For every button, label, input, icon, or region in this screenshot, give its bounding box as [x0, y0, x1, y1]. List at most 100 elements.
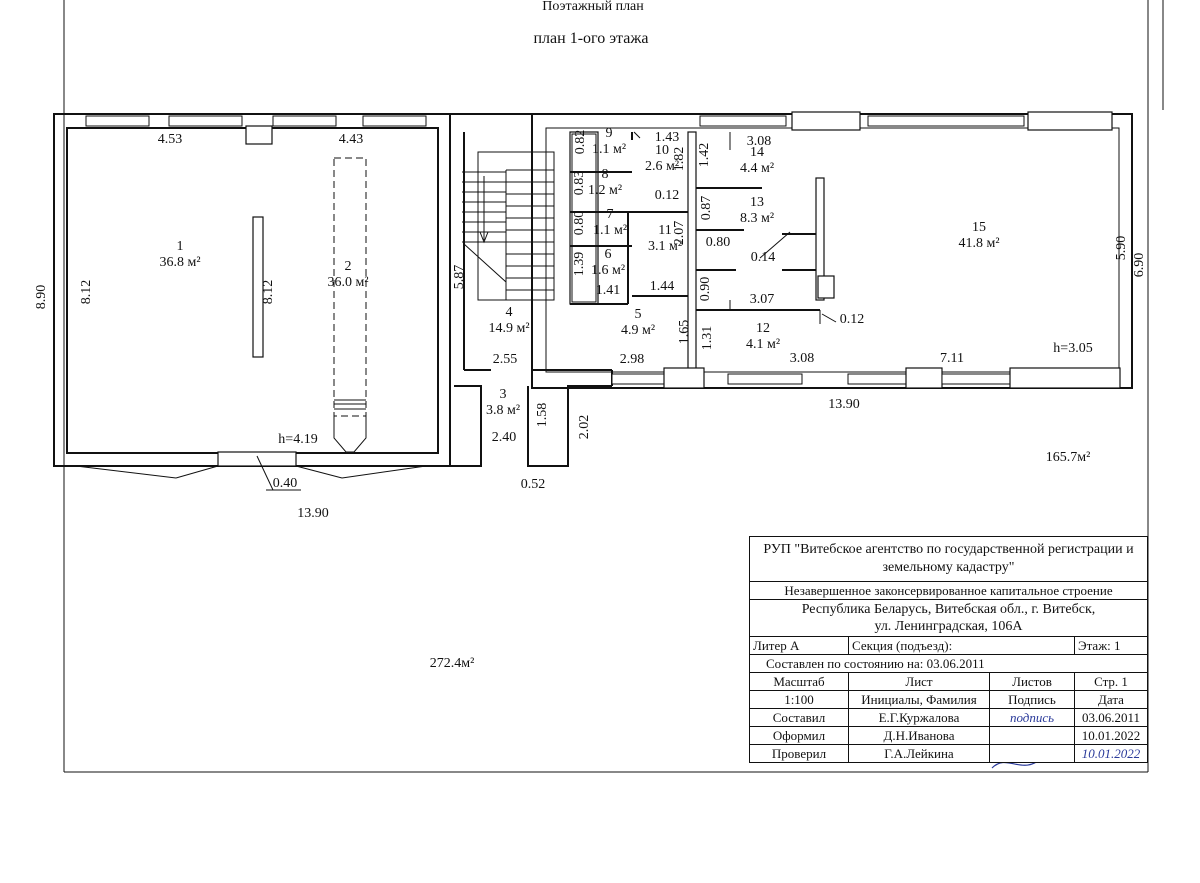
dimension-label: 0.52 — [521, 477, 546, 492]
dimension-label: 1.43 — [655, 130, 680, 145]
dimension-label: 2.55 — [493, 352, 518, 367]
right-block-walls — [531, 111, 1133, 389]
dimension-label: 3.08 — [790, 351, 815, 366]
room-area: 14.9 м² — [488, 321, 529, 336]
dimension-label: 0.12 — [655, 188, 680, 203]
dimension-label: h=3.05 — [1053, 341, 1092, 356]
dimension-label: 0.80 — [706, 235, 731, 250]
room-area: 41.8 м² — [958, 236, 999, 251]
room-area: 36.8 м² — [159, 255, 200, 270]
stamp-date: 10.01.2022 — [1074, 744, 1148, 763]
dimension-label: 1.44 — [650, 279, 675, 294]
dimension-label: 0.90 — [698, 277, 713, 302]
dimension-label: 2.07 — [672, 221, 687, 246]
stamp-signature: подпись — [989, 708, 1075, 727]
stamp-address: Республика Беларусь, Витебская обл., г. … — [749, 599, 1148, 637]
stamp-signature — [989, 726, 1075, 745]
plan-title: план 1-ого этажа — [533, 30, 648, 47]
dimension-label: 0.82 — [573, 130, 588, 155]
dimension-label: 2.02 — [577, 415, 592, 440]
dimension-label: 0.87 — [699, 196, 714, 221]
stamp-header-scale: Масштаб — [749, 672, 849, 691]
room-number: 13 — [750, 195, 764, 210]
room-area: 4.9 м² — [621, 323, 655, 338]
dimension-label: 8.12 — [261, 280, 276, 305]
dimension-label: 0.14 — [751, 250, 776, 265]
room-number: 10 — [655, 143, 669, 158]
room-number: 9 — [606, 126, 613, 141]
stamp-role: Составил — [749, 708, 849, 727]
central-block-walls — [449, 113, 697, 467]
dimension-label: 1.65 — [677, 320, 692, 345]
dimension-label: 1.41 — [596, 283, 621, 298]
stamp-col-sign: Подпись — [989, 690, 1075, 709]
room-area: 1.2 м² — [588, 183, 622, 198]
stamp-date: 10.01.2022 — [1074, 726, 1148, 745]
stamp-liter: Литер А — [749, 636, 849, 655]
dimension-label: 13.90 — [828, 397, 860, 412]
dimension-label: 0.83 — [572, 171, 587, 196]
sheet-title-cut: Поэтажный план — [542, 0, 644, 14]
dimension-label: 6.90 — [1132, 253, 1147, 278]
room-area: 1.1 м² — [592, 142, 626, 157]
stamp-col-name: Инициалы, Фамилия — [848, 690, 990, 709]
stamp-address-line1: Республика Беларусь, Витебская обл., г. … — [801, 602, 1096, 617]
stamp-person: Е.Г.Куржалова — [848, 708, 990, 727]
stamp-state-date: Составлен по состоянию на: 03.06.2011 — [749, 654, 1148, 673]
stamp-role: Оформил — [749, 726, 849, 745]
stamp-person: Г.А.Лейкина — [848, 744, 990, 763]
stamp-header-sheets: Листов — [989, 672, 1075, 691]
left-hall-walls — [53, 113, 451, 491]
dimension-label: 7.11 — [940, 351, 964, 366]
dimension-label: 1.42 — [697, 143, 712, 168]
dimension-label: 0.80 — [572, 211, 587, 236]
dimension-label: 2.40 — [492, 430, 517, 445]
room-number: 5 — [635, 307, 642, 322]
dimension-label: 165.7м² — [1046, 450, 1091, 465]
room-area: 4.1 м² — [746, 337, 780, 352]
dimension-label: h=4.19 — [278, 432, 317, 447]
dimension-label: 3.07 — [750, 292, 775, 307]
room-area: 3.8 м² — [486, 403, 520, 418]
stamp-date: 03.06.2011 — [1074, 708, 1148, 727]
stamp-row: Составил Е.Г.Куржалова подпись 03.06.201… — [749, 708, 1148, 727]
room-area: 36.0 м² — [327, 275, 368, 290]
dimension-label: 1.58 — [535, 403, 550, 428]
stamp-row: Оформил Д.Н.Иванова 10.01.2022 — [749, 726, 1148, 745]
room-area: 1.1 м² — [593, 223, 627, 238]
dimension-label: 8.12 — [79, 280, 94, 305]
dimension-label: 4.53 — [158, 132, 183, 147]
stamp-header-sheet: Лист — [848, 672, 990, 691]
dimension-label: 0.40 — [273, 476, 298, 491]
title-block-stamp: РУП "Витебское агентство по государствен… — [749, 536, 1148, 763]
room-number: 12 — [756, 321, 770, 336]
dimension-label: 8.90 — [34, 285, 49, 310]
room-number: 8 — [602, 167, 609, 182]
room-area: 2.6 м² — [645, 159, 679, 174]
room-area: 8.3 м² — [740, 211, 774, 226]
room-area: 3.1 м² — [648, 239, 682, 254]
room-area: 4.4 м² — [740, 161, 774, 176]
dimension-label: 272.4м² — [430, 656, 475, 671]
room-number: 4 — [506, 305, 513, 320]
stamp-address-line2: ул. Ленинградская, 106А — [874, 619, 1023, 634]
stamp-signature — [989, 744, 1075, 763]
room-number: 7 — [607, 207, 614, 222]
room-number: 15 — [972, 220, 986, 235]
room-number: 11 — [658, 223, 671, 238]
room-area: 1.6 м² — [591, 263, 625, 278]
stamp-col-date: Дата — [1074, 690, 1148, 709]
room-number: 14 — [750, 145, 764, 160]
stamp-header-page: Стр. 1 — [1074, 672, 1148, 691]
stamp-row: Проверил Г.А.Лейкина 10.01.2022 — [749, 744, 1148, 763]
dimension-label: 2.98 — [620, 352, 645, 367]
room-number: 6 — [605, 247, 612, 262]
stamp-person: Д.Н.Иванова — [848, 726, 990, 745]
stamp-object: Незавершенное законсервированное капитал… — [749, 581, 1148, 600]
room-number: 1 — [177, 239, 184, 254]
dimension-label: 5.90 — [1114, 236, 1129, 261]
dimension-label: 1.82 — [672, 147, 687, 172]
